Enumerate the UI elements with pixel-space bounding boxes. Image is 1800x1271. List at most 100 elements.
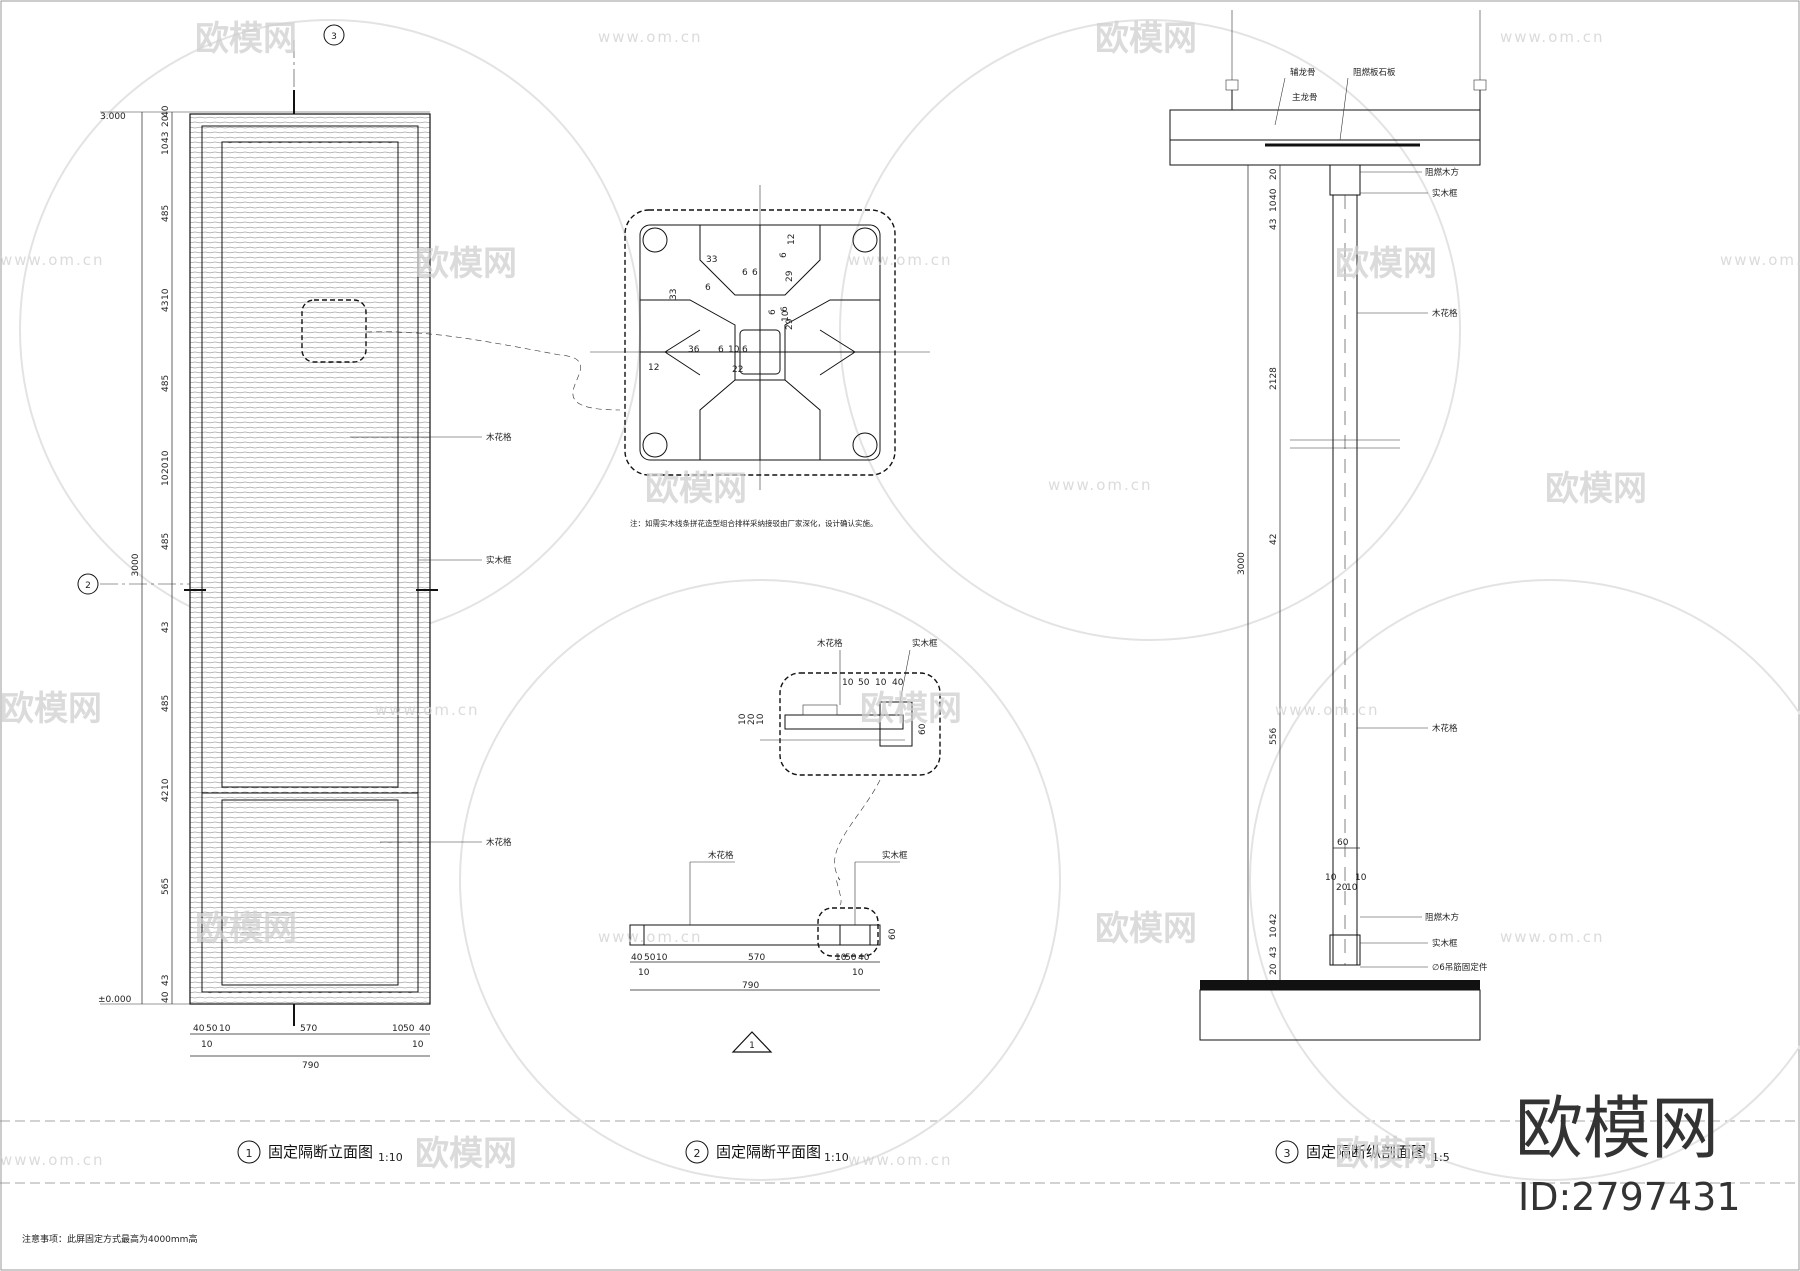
plan-label-frame: 实木框 <box>882 850 908 861</box>
sd-9: 10 <box>1325 873 1337 883</box>
inner-frame <box>201 125 419 993</box>
sd-4: 2128 <box>1269 367 1279 390</box>
dd-0: 33 <box>706 255 717 265</box>
dd-5: 29 <box>785 270 795 282</box>
sd-8: 60 <box>1337 838 1349 848</box>
detail-leader <box>365 331 621 411</box>
sec-label-5: 木花格 <box>1432 308 1458 319</box>
sd-2: 10 <box>1269 200 1279 212</box>
plan-dir-marker <box>731 1031 773 1053</box>
sd-14: 10 <box>1269 926 1279 938</box>
dim-left-10: 10 <box>161 474 171 486</box>
sd-7: 556 <box>1269 728 1279 745</box>
plan-dims: 40 50 10 570 10 50 40 10 10 60 790 <box>631 928 898 991</box>
sd-16: 20 <box>1269 963 1279 975</box>
floor-hatch <box>1199 989 1481 1041</box>
elevation-view: 3.000 ±0.000 3 2 木花格 实木框 木花格 3000 <box>77 24 621 1071</box>
plan-ref-circle <box>77 573 99 595</box>
detail-callout-box <box>301 299 367 363</box>
sd-5: 42 <box>1269 534 1279 545</box>
wm-brand-6: 欧模网 <box>1545 469 1647 509</box>
wm-url-11: www.om.cn <box>0 1151 105 1169</box>
view-title-3: 3 固定隔断纵剖面图 1:5 <box>1275 1140 1450 1164</box>
pd-7: 10 <box>638 968 650 978</box>
view-1-number: 1 <box>246 1147 253 1160</box>
wm-url-7: www.om.cn <box>375 701 480 719</box>
pd-8: 10 <box>852 968 864 978</box>
sec-label-2: 主龙骨 <box>1292 92 1318 103</box>
pd-4: 10 <box>835 953 847 963</box>
wm-url-8: www.om.cn <box>1275 701 1380 719</box>
sd-1: 40 <box>1269 188 1279 200</box>
wm-brand-7: 欧模网 <box>0 689 102 729</box>
dd-10: 6 <box>768 309 778 315</box>
left-dim-texts: 40 20 43 10 485 10 43 485 10 20 10 485 4… <box>161 105 171 1003</box>
pd-1: 50 <box>644 953 656 963</box>
wm-url-9: www.om.cn <box>598 928 703 946</box>
dim-bottom-1: 50 <box>206 1024 218 1034</box>
section-labels: 辅龙骨 阻燃板石板 主龙骨 阻燃木方 实木框 木花格 木花格 阻燃木方 实木框 … <box>1274 67 1488 973</box>
dd-2: 12 <box>787 234 797 245</box>
wm-brand-9: 欧模网 <box>195 909 297 949</box>
dim-left-6: 43 <box>161 301 171 312</box>
dim-left-9: 20 <box>161 462 171 474</box>
dim-left-2: 43 <box>161 132 171 143</box>
sec-label-8: 实木框 <box>1432 938 1458 949</box>
dim-bottom-7: 10 <box>201 1040 213 1050</box>
view-1-scale: 1:10 <box>378 1151 403 1164</box>
pz-4: 10 <box>738 713 748 725</box>
wm-url-5: www.om.cn <box>1720 251 1800 269</box>
detail-note: 注：如需实木线条拼花造型组合排样采纳接驳由厂家深化，设计确认实施。 <box>630 518 878 528</box>
dd-3: 6 <box>742 268 748 278</box>
wm-brand-11: 欧模网 <box>415 1134 517 1174</box>
dim-bottom-6: 40 <box>419 1024 431 1034</box>
wm-brand-2: 欧模网 <box>1095 19 1197 59</box>
pz-1: 50 <box>858 678 870 688</box>
dim-bottom-5: 50 <box>403 1024 415 1034</box>
wm-brand-8: 欧模网 <box>860 689 962 729</box>
dd-7: 6 <box>705 283 711 293</box>
sec-label-1: 阻燃板石板 <box>1353 67 1396 78</box>
wm-brand-12: 欧模网 <box>1335 1134 1437 1174</box>
plan-zoom-leader <box>834 779 881 906</box>
pd-5: 50 <box>845 953 857 963</box>
view-2-number: 2 <box>694 1147 701 1160</box>
dim-left-15: 42 <box>161 791 171 802</box>
dim-left-1: 20 <box>161 115 171 127</box>
dim-left-3: 10 <box>161 143 171 155</box>
view-2-title: 固定隔断平面图 <box>716 1143 821 1161</box>
plan-view: 木花格 实木框 10 50 10 40 10 20 10 60 木花格 实木框 … <box>629 638 941 1053</box>
dd-9: 10 <box>781 310 791 322</box>
dim-left-11: 485 <box>161 533 171 550</box>
dd-11: 29 <box>785 318 795 330</box>
view-2-scale: 1:10 <box>824 1151 849 1164</box>
plan-zoom-dims: 10 50 10 40 10 20 10 60 <box>738 678 928 735</box>
footer-note: 注意事项：此屏固定方式最高为4000mm高 <box>22 1233 197 1245</box>
bottom-frame <box>1329 934 1361 966</box>
sec-label-0: 辅龙骨 <box>1290 67 1316 78</box>
ceiling-band <box>1169 109 1481 141</box>
wm-brand-1: 欧模网 <box>195 19 297 59</box>
plan-zoom-box <box>779 672 941 776</box>
section-ref-circle <box>323 24 345 46</box>
sd-0: 20 <box>1269 168 1279 180</box>
total-height-dim: 3000 <box>131 553 141 576</box>
dim-bottom-8: 10 <box>412 1040 424 1050</box>
view-title-2: 2 固定隔断平面图 1:10 <box>685 1140 849 1164</box>
dim-bottom-2: 10 <box>219 1024 231 1034</box>
dim-left-17: 43 <box>161 975 171 986</box>
pd-3: 570 <box>748 953 765 963</box>
pz-3: 40 <box>892 678 904 688</box>
dd-12: 36 <box>688 345 700 355</box>
sec-label-3: 阻燃木方 <box>1425 167 1459 178</box>
wm-brand-4: 欧模网 <box>1335 244 1437 284</box>
pz-0: 10 <box>842 678 854 688</box>
dim-left-12: 43 <box>161 622 171 633</box>
label-lattice-1: 木花格 <box>486 432 512 443</box>
dd-15: 6 <box>742 345 748 355</box>
pd-6: 40 <box>858 953 870 963</box>
plan-zoom-label-2: 实木框 <box>912 638 938 649</box>
dim-left-18: 40 <box>161 991 171 1003</box>
pz-5: 20 <box>747 713 757 725</box>
